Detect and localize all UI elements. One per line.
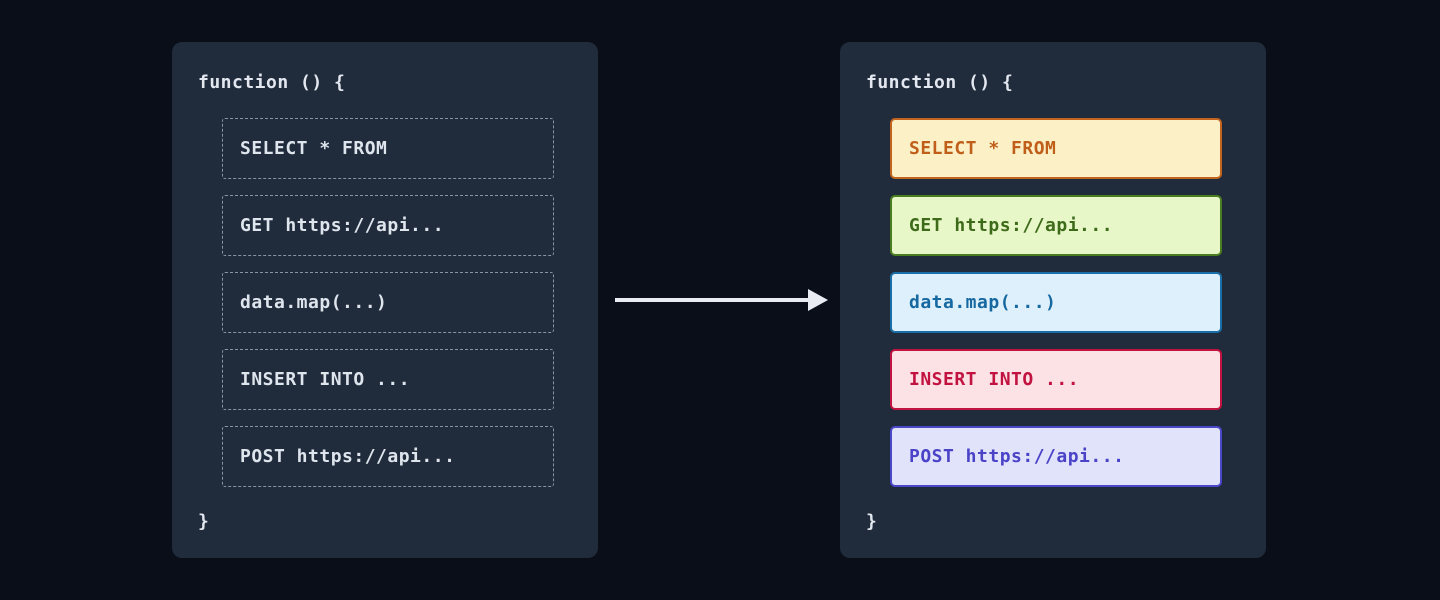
snippet-label: GET https://api... (909, 215, 1114, 236)
snippet-label: data.map(...) (909, 292, 1057, 313)
snippet-http-get-after: GET https://api... (890, 195, 1222, 256)
snippet-js-map-after: data.map(...) (890, 272, 1222, 333)
snippet-label: data.map(...) (240, 292, 388, 313)
snippet-js-map-before: data.map(...) (222, 272, 554, 333)
snippet-label: SELECT * FROM (909, 138, 1057, 159)
function-close-line: } (198, 511, 210, 532)
snippet-http-post-before: POST https://api... (222, 426, 554, 487)
snippet-label: INSERT INTO ... (909, 369, 1080, 390)
snippet-label: INSERT INTO ... (240, 369, 411, 390)
snippet-http-post-after: POST https://api... (890, 426, 1222, 487)
snippet-http-get-before: GET https://api... (222, 195, 554, 256)
snippet-sql-insert-before: INSERT INTO ... (222, 349, 554, 410)
snippet-list-after: SELECT * FROM GET https://api... data.ma… (890, 118, 1222, 487)
snippet-label: POST https://api... (909, 446, 1125, 467)
transform-arrow-icon (615, 287, 828, 313)
snippet-sql-insert-after: INSERT INTO ... (890, 349, 1222, 410)
snippet-list-before: SELECT * FROM GET https://api... data.ma… (222, 118, 554, 487)
function-close-line: } (866, 511, 878, 532)
function-open-line: function () { (866, 72, 1014, 93)
function-open-line: function () { (198, 72, 346, 93)
snippet-label: GET https://api... (240, 215, 445, 236)
snippet-label: POST https://api... (240, 446, 456, 467)
snippet-sql-select-before: SELECT * FROM (222, 118, 554, 179)
snippet-label: SELECT * FROM (240, 138, 388, 159)
code-panel-after: function () { SELECT * FROM GET https://… (840, 42, 1266, 558)
snippet-sql-select-after: SELECT * FROM (890, 118, 1222, 179)
code-panel-before: function () { SELECT * FROM GET https://… (172, 42, 598, 558)
